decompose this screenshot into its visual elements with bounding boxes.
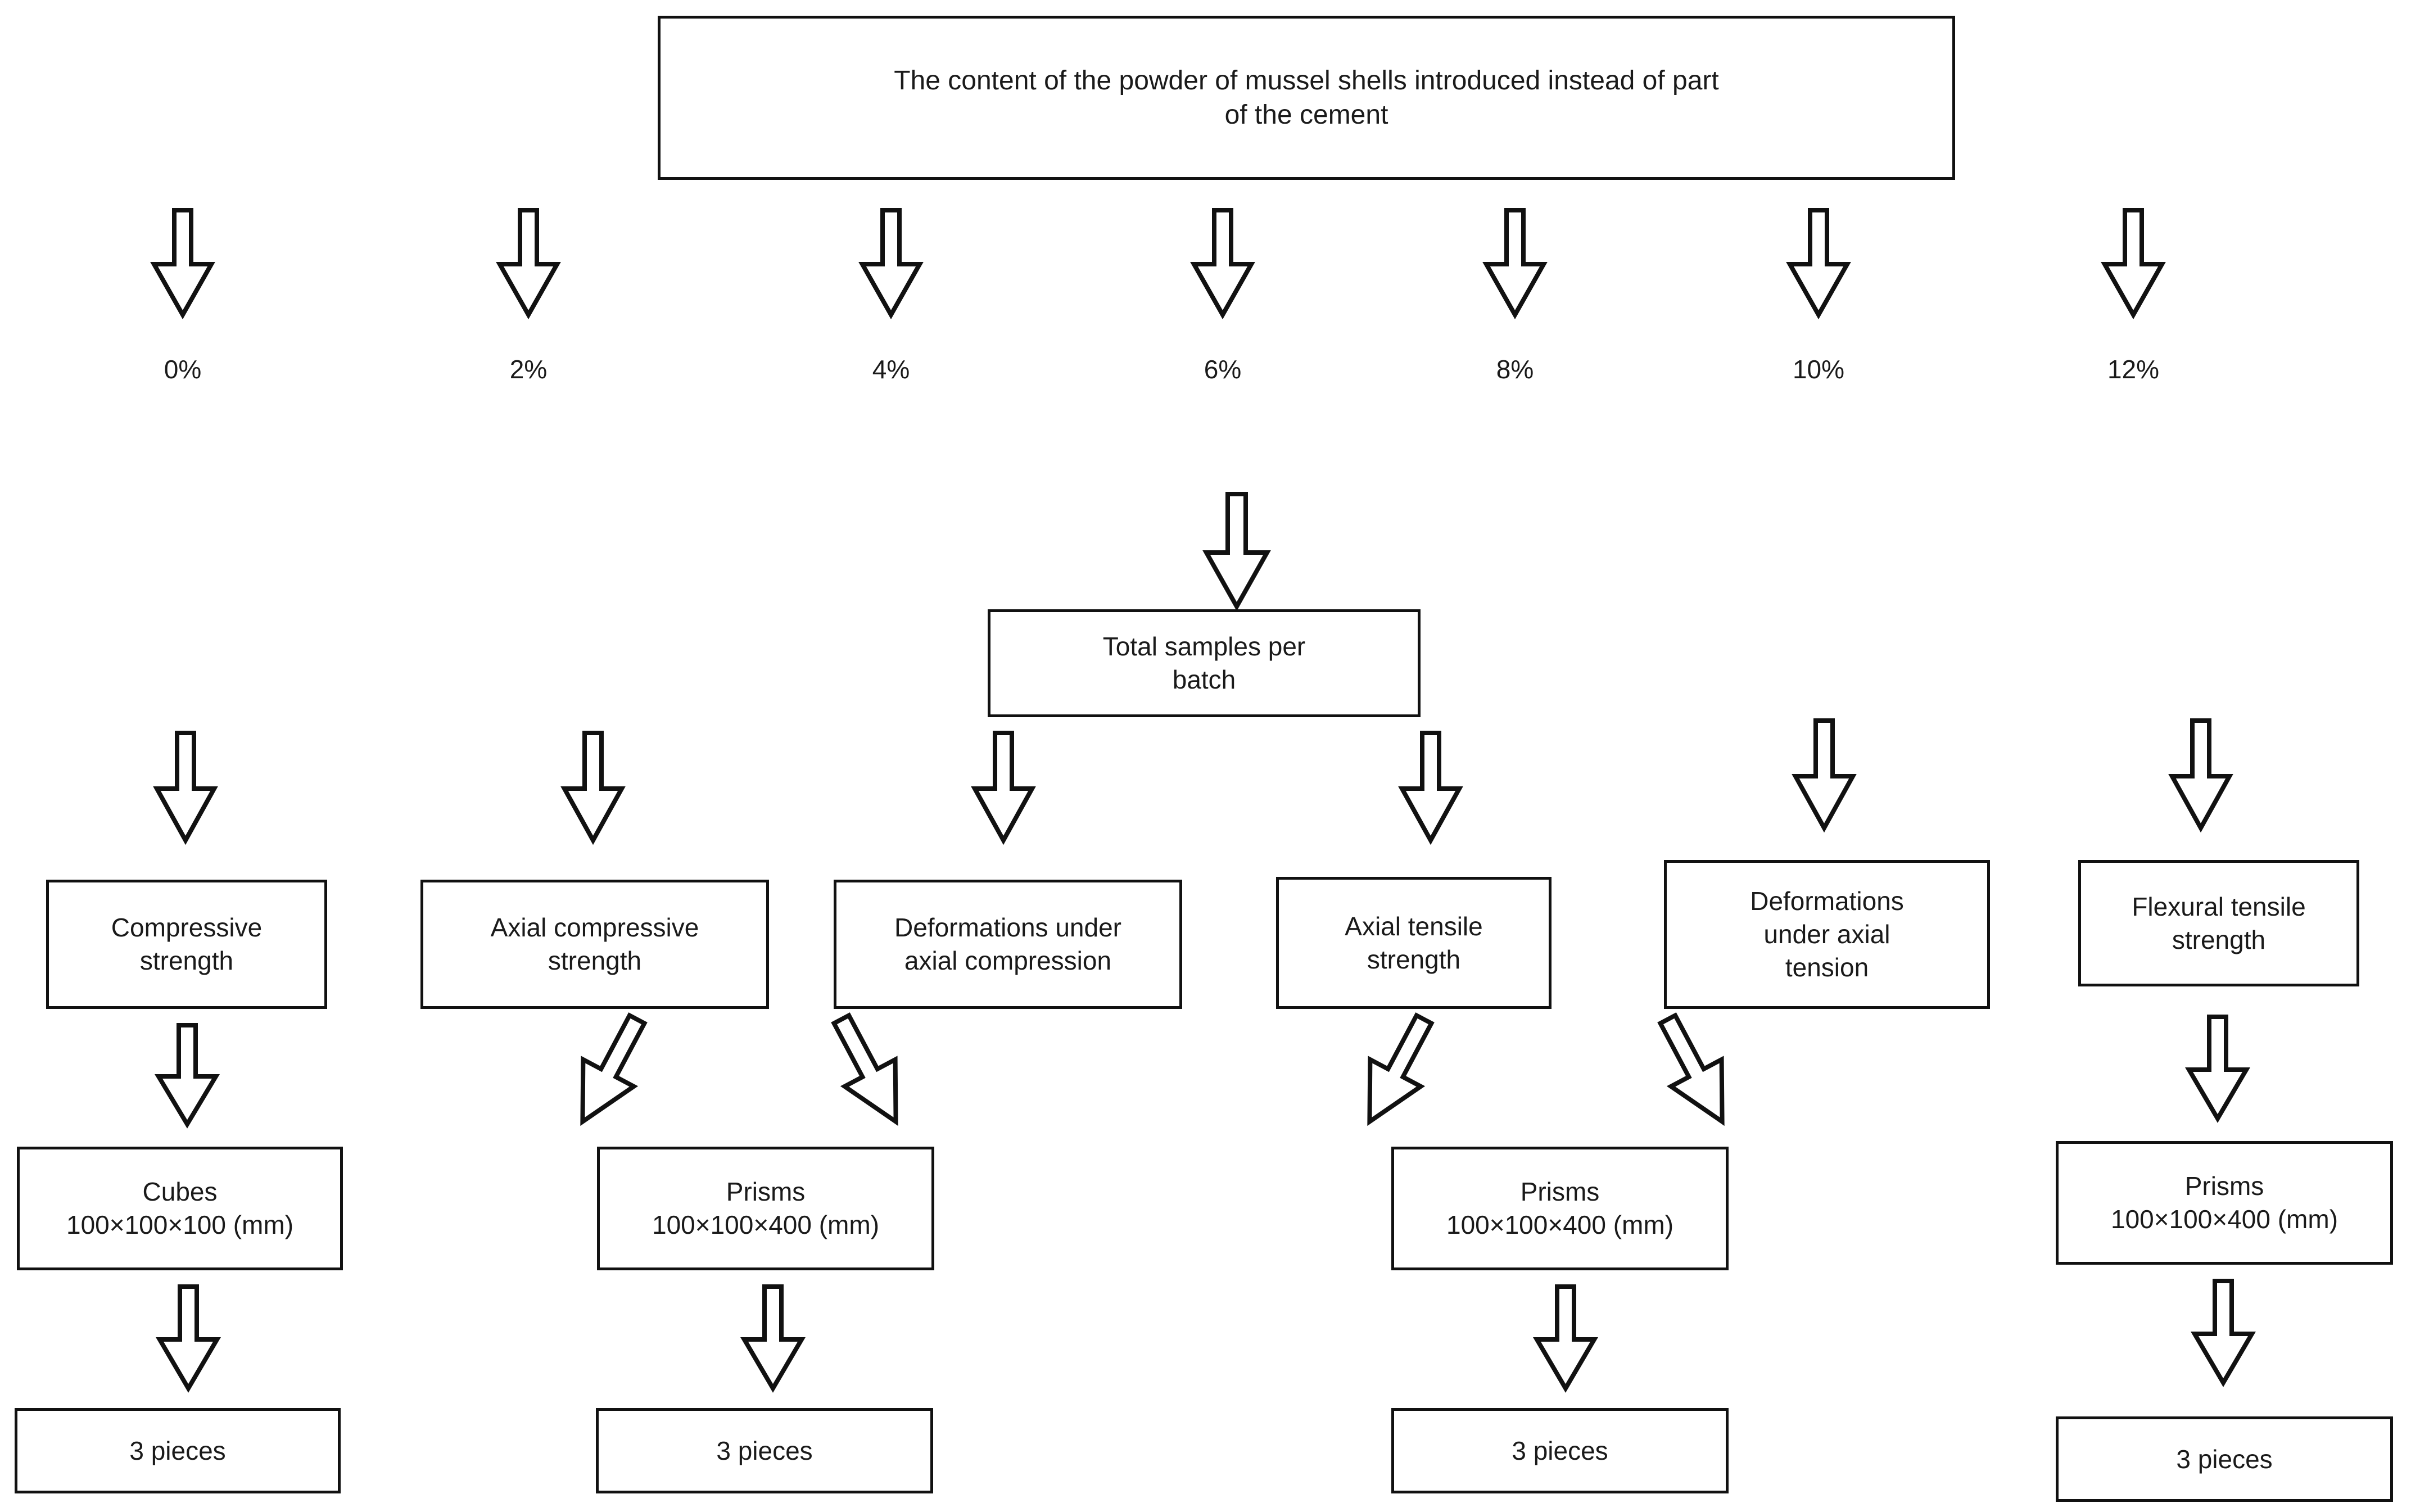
dosage-label-0: 0% bbox=[164, 355, 202, 384]
dosage-label-6: 12% bbox=[2107, 355, 2160, 384]
down-arrow-to-axial-tensile-strength bbox=[1398, 731, 1463, 845]
total-samples-box: Total samples per batch bbox=[988, 609, 1421, 717]
count-box-3: 3 pieces bbox=[1391, 1408, 1729, 1493]
down-arrow-to-cubes bbox=[154, 1023, 220, 1129]
dosage-label-5: 10% bbox=[1792, 355, 1845, 384]
down-arrow-to-deformations-axial-compression bbox=[971, 731, 1036, 845]
dosage-label-2: 4% bbox=[872, 355, 910, 384]
test-box-deformations-axial-compression: Deformations under axial compression bbox=[834, 880, 1182, 1009]
down-arrow-to-prisms-flexural bbox=[2185, 1015, 2250, 1123]
down-arrow-prisms2-to-pieces bbox=[1533, 1284, 1598, 1393]
down-arrow-dosage-1 bbox=[496, 208, 561, 320]
down-arrow-to-total-samples bbox=[1202, 492, 1271, 612]
dosage-label-3: 6% bbox=[1204, 355, 1242, 384]
down-arrow-dosage-0 bbox=[150, 208, 215, 320]
count-box-1: 3 pieces bbox=[15, 1408, 341, 1493]
test-box-flexural-tensile-strength: Flexural tensile strength bbox=[2078, 860, 2359, 986]
down-arrow-to-deformations-axial-tension bbox=[1792, 718, 1857, 833]
down-arrow-prisms1-to-pieces bbox=[740, 1284, 806, 1393]
test-box-compressive-strength: Compressive strength bbox=[46, 880, 327, 1009]
count-box-2: 3 pieces bbox=[596, 1408, 933, 1493]
dosage-label-1: 2% bbox=[509, 355, 548, 384]
down-arrow-dosage-3 bbox=[1190, 208, 1255, 320]
down-arrow-dosage-2 bbox=[858, 208, 924, 320]
specimen-box-prisms-1: Prisms 100×100×400 (mm) bbox=[597, 1147, 934, 1270]
down-arrow-to-flexural-tensile-strength bbox=[2168, 718, 2233, 833]
diagonal-arrow-axial-tensile-to-prisms bbox=[1341, 1003, 1453, 1138]
diagonal-arrow-axial-compressive-to-prisms bbox=[554, 1003, 666, 1138]
down-arrow-to-compressive-strength bbox=[153, 731, 218, 845]
down-arrow-dosage-6 bbox=[2101, 208, 2166, 320]
dosage-label-4: 8% bbox=[1496, 355, 1534, 384]
down-arrow-dosage-4 bbox=[1482, 208, 1548, 320]
specimen-box-prisms-2: Prisms 100×100×400 (mm) bbox=[1391, 1147, 1729, 1270]
down-arrow-to-axial-compressive-strength bbox=[560, 731, 626, 845]
down-arrow-prisms3-to-pieces bbox=[2191, 1279, 2256, 1387]
title-box: The content of the powder of mussel shel… bbox=[658, 16, 1955, 180]
count-box-4: 3 pieces bbox=[2056, 1416, 2393, 1502]
test-box-axial-compressive-strength: Axial compressive strength bbox=[420, 880, 769, 1009]
specimen-box-cubes: Cubes 100×100×100 (mm) bbox=[17, 1147, 343, 1270]
diagonal-arrow-deformations-compression-to-prisms bbox=[813, 1003, 924, 1138]
diagonal-arrow-deformations-tension-to-prisms bbox=[1639, 1003, 1750, 1138]
test-box-axial-tensile-strength: Axial tensile strength bbox=[1276, 877, 1552, 1009]
down-arrow-dosage-5 bbox=[1786, 208, 1851, 320]
down-arrow-cubes-to-pieces bbox=[156, 1284, 221, 1393]
test-box-deformations-axial-tension: Deformations under axial tension bbox=[1664, 860, 1990, 1009]
specimen-box-prisms-3: Prisms 100×100×400 (mm) bbox=[2056, 1141, 2393, 1265]
